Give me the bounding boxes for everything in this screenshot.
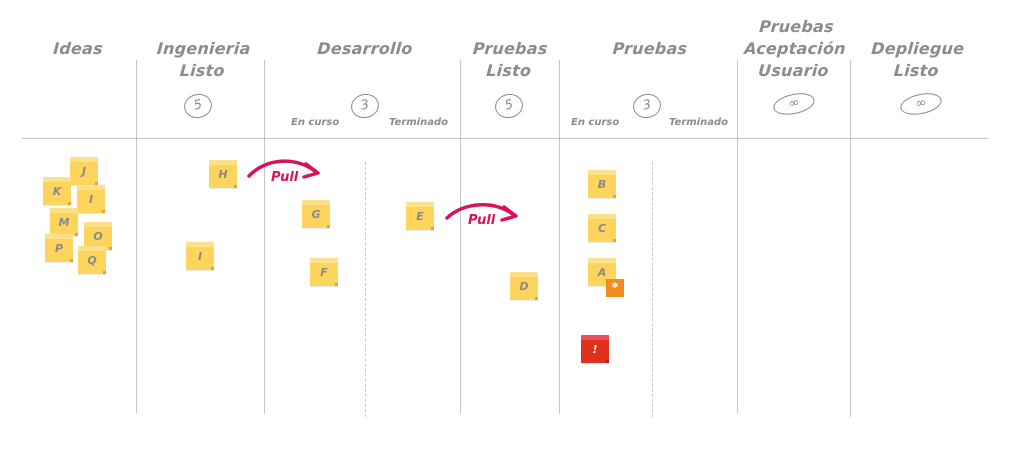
pull-label: Pull: [468, 213, 496, 228]
column-divider: [737, 60, 738, 413]
card-label: H: [218, 167, 228, 181]
column-title-line: Listo: [179, 61, 226, 80]
column-header-pruebas-aceptacion: Pruebas Aceptación Usuario: [738, 16, 853, 82]
wip-limit-aceptacion: ∞: [771, 89, 817, 119]
column-title-line: Usuario: [757, 61, 830, 80]
column-divider: [460, 60, 461, 414]
card-i[interactable]: I: [186, 242, 214, 270]
card-label: E: [416, 209, 424, 223]
column-header-pruebas-listo: Pruebas Listo: [460, 38, 558, 82]
card-label: O: [93, 229, 103, 243]
subcolumn-label-pruebas-en-curso: En curso: [571, 117, 620, 128]
card-p[interactable]: P: [45, 234, 73, 262]
card-k[interactable]: K: [43, 177, 71, 205]
column-title-line: Pruebas: [758, 17, 835, 36]
card-d[interactable]: D: [510, 272, 538, 300]
column-header-ingenieria-listo: Ingenieria Listo: [146, 38, 259, 82]
card-label: P: [54, 241, 64, 255]
column-header-despliegue-listo: Depliegue Listo: [860, 38, 973, 82]
column-title-line: Depliegue: [870, 39, 965, 58]
card-label: D: [519, 279, 529, 293]
column-title: Desarrollo: [316, 39, 414, 58]
card-i-ideas[interactable]: I: [77, 185, 105, 213]
column-divider: [559, 60, 560, 414]
card-label: G: [311, 207, 321, 221]
column-title-line: Listo: [485, 61, 532, 80]
wip-limit-pruebas-listo: 5: [492, 91, 526, 121]
wip-limit-ingenieria: 5: [181, 91, 215, 121]
subcolumn-label-desarrollo-en-curso: En curso: [291, 117, 340, 128]
card-label: !: [592, 342, 598, 356]
subcolumn-divider: [652, 162, 653, 417]
column-title-line: Aceptación: [743, 39, 847, 58]
pull-arrow-icon: [247, 159, 320, 179]
card-label: K: [52, 184, 62, 198]
column-divider: [264, 60, 265, 414]
column-header-desarrollo: Desarrollo: [299, 38, 431, 60]
column-divider: [136, 60, 137, 413]
card-label: B: [597, 177, 607, 191]
card-label: J: [81, 164, 87, 178]
card-g[interactable]: G: [302, 200, 330, 228]
subcolumn-label-pruebas-terminado: Terminado: [669, 117, 728, 128]
column-header-pruebas: Pruebas: [594, 38, 706, 60]
column-title: Ideas: [52, 39, 104, 58]
column-title-line: Listo: [893, 61, 940, 80]
pull-label: Pull: [271, 170, 299, 185]
wip-limit-desarrollo: 3: [348, 91, 382, 121]
card-label: C: [597, 221, 607, 235]
blocker-icon: *: [606, 279, 624, 297]
card-label: Q: [87, 253, 97, 267]
card-label: I: [197, 249, 203, 263]
column-header-ideas: Ideas: [37, 38, 119, 60]
card-a[interactable]: A: [588, 258, 616, 286]
column-title: Pruebas: [612, 39, 688, 58]
wip-limit-despliegue: ∞: [898, 89, 944, 119]
card-m[interactable]: M: [50, 208, 78, 236]
card-label: A: [597, 265, 607, 279]
pull-arrow-icon: [445, 203, 518, 222]
card-h[interactable]: H: [209, 160, 237, 188]
wip-limit-pruebas: 3: [630, 91, 664, 121]
subcolumn-label-desarrollo-terminado: Terminado: [389, 117, 448, 128]
card-expedite[interactable]: !: [581, 335, 609, 363]
subcolumn-divider: [365, 162, 366, 417]
column-divider: [850, 60, 851, 417]
card-label: I: [88, 192, 94, 206]
card-o[interactable]: O: [84, 222, 112, 250]
column-title-line: Pruebas: [472, 39, 549, 58]
card-f[interactable]: F: [310, 258, 338, 286]
column-title-line: Ingenieria: [156, 39, 252, 58]
header-divider: [22, 138, 988, 139]
card-c[interactable]: C: [588, 214, 616, 242]
card-q[interactable]: Q: [78, 246, 106, 274]
card-label: F: [320, 265, 328, 279]
card-j[interactable]: J: [70, 157, 98, 185]
card-e[interactable]: E: [406, 202, 434, 230]
card-label: M: [58, 215, 70, 229]
card-b[interactable]: B: [588, 170, 616, 198]
